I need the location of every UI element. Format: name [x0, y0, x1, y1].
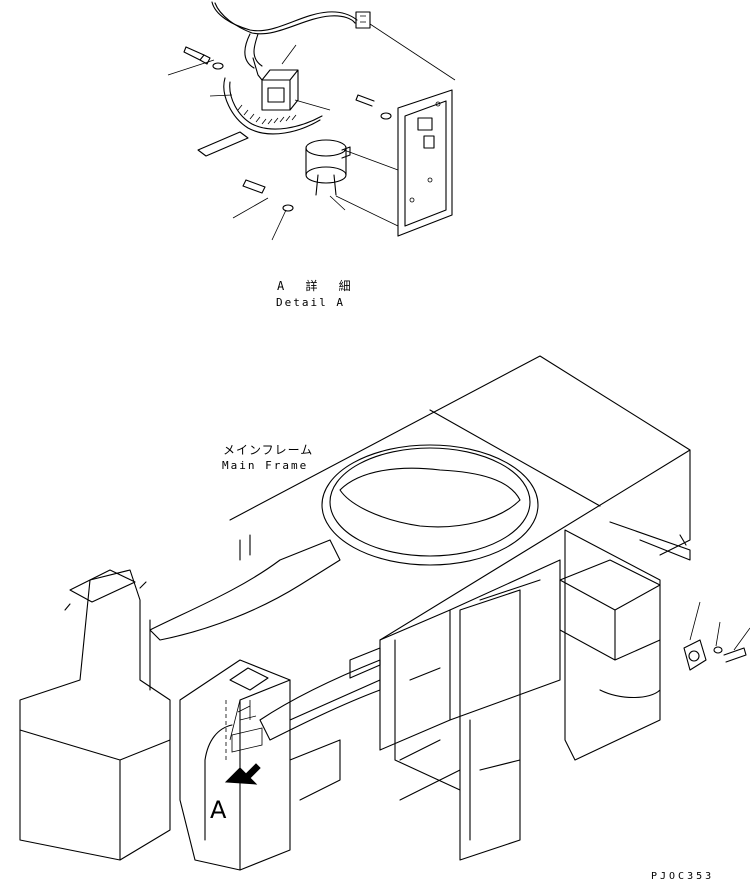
boom-mount-center [179, 659, 291, 871]
swing-circle [321, 444, 539, 566]
harness-cable [211, 1, 358, 32]
relay-body [261, 69, 299, 111]
frame-title-en: Main Frame [222, 459, 309, 472]
mounting-plate [397, 89, 453, 237]
view-arrow [224, 763, 261, 785]
connector-plug [355, 11, 371, 29]
terminal-strip [197, 131, 249, 157]
bolt-lower [232, 179, 294, 241]
drawing-code: PJOC353 [651, 871, 715, 882]
frame-top-deck [229, 355, 691, 641]
frame-title-jp: メインフレーム [223, 443, 314, 457]
detail-title-jp: A 詳 細 [277, 279, 358, 293]
view-marker: A [210, 796, 227, 824]
bolt-left-top [167, 46, 224, 76]
detail-title-en: Detail A [276, 296, 345, 309]
switch-assembly-right [683, 601, 750, 671]
bolt-right-top [355, 94, 392, 120]
harness-cable-2 [214, 2, 356, 35]
right-compartment [349, 529, 661, 861]
harness-cable-3 [244, 33, 263, 69]
solenoid-unit [305, 139, 351, 211]
boom-mount-left [19, 569, 171, 861]
